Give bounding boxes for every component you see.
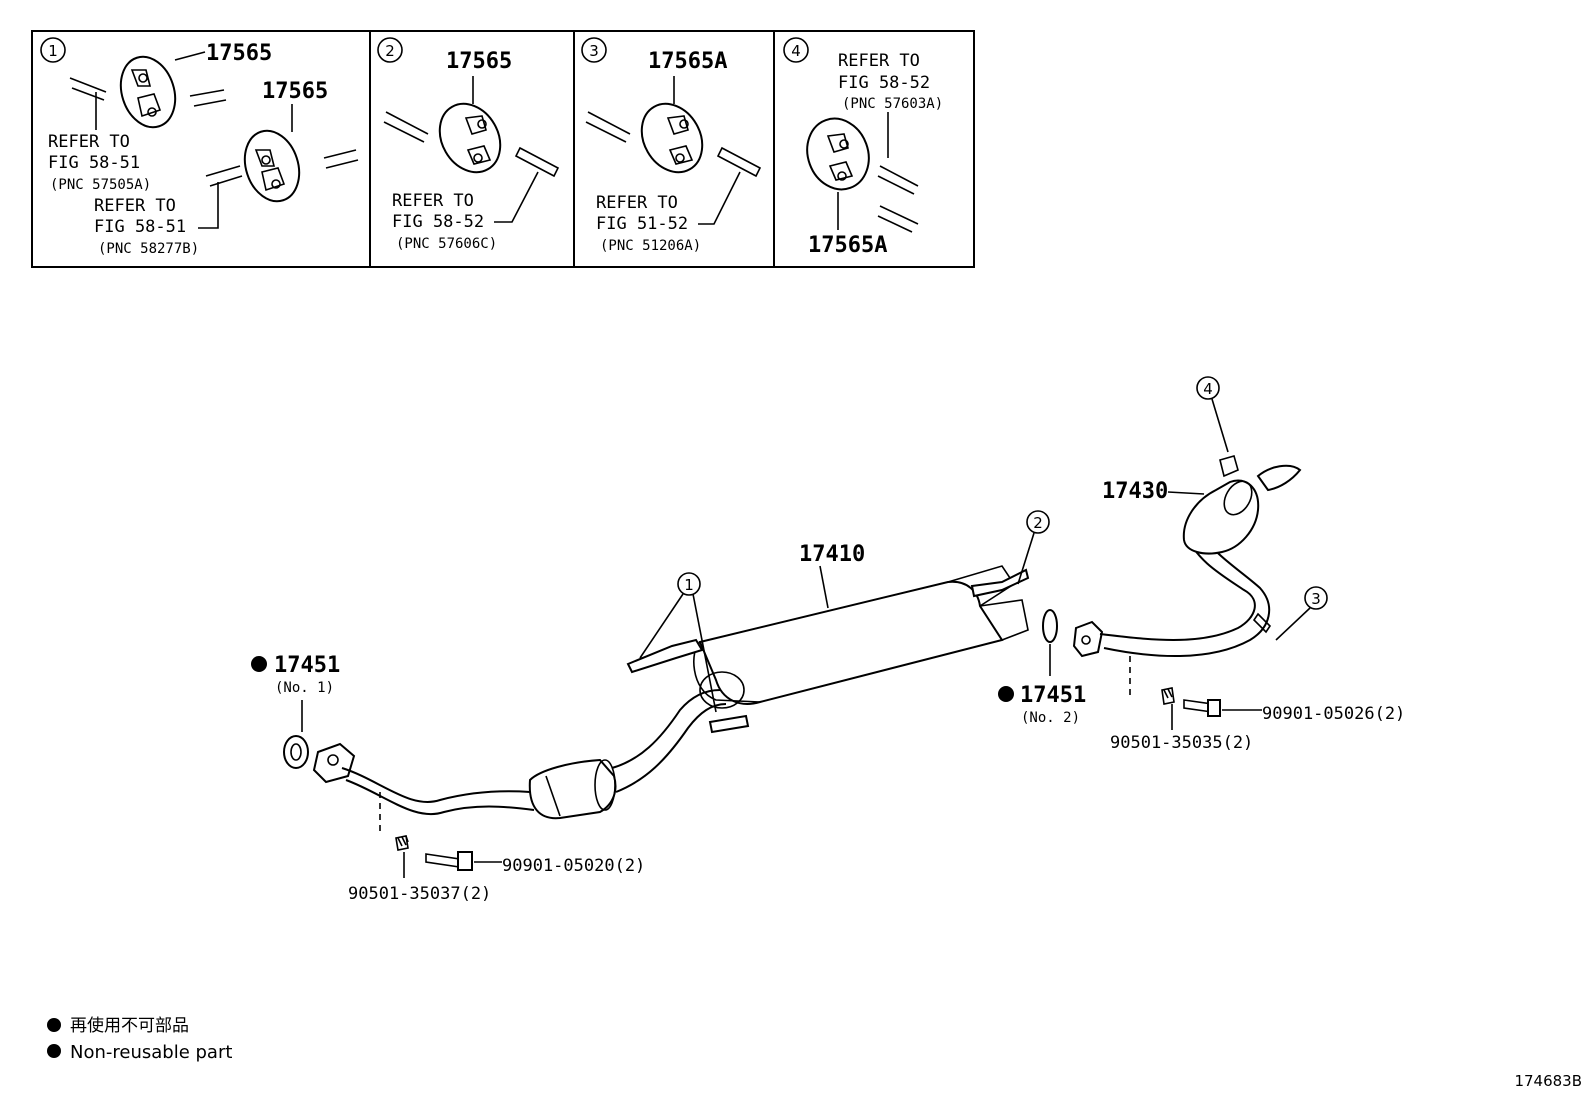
panel-1-number: 1 [48, 42, 58, 60]
legend-marker-en [47, 1044, 61, 1058]
callout-4-label: 4 [1203, 380, 1213, 398]
rubber-hanger [119, 55, 177, 129]
panel-3-ref-pnc: (PNC 51206A) [600, 238, 701, 254]
panel-4-ref-pnc: (PNC 57603A) [842, 96, 943, 112]
bolt-1-label: 90901-05020(2) [502, 856, 645, 876]
non-reusable-marker [998, 686, 1014, 702]
panel-4-ref-line1: REFER TO [838, 51, 920, 71]
panel-4-part: 17565A [808, 233, 887, 258]
callout-1 [677, 572, 701, 596]
panel-2-number: 2 [385, 42, 395, 60]
tail-pipe-assembly [1072, 455, 1302, 696]
gasket-no1-label: 17451 [274, 653, 340, 678]
legend-marker-jp [47, 1018, 61, 1032]
gasket-no1 [283, 700, 309, 769]
callout-3 [1304, 586, 1328, 610]
gasket-no2-sub: (No. 2) [1021, 710, 1080, 726]
front-exhaust-pipe [312, 689, 727, 836]
legend-en: Non-reusable part [70, 1042, 232, 1063]
panel-4: 4 REFER TO FIG 58-52 (PNC 57603A) 17565A [783, 37, 943, 258]
panel-2-ref-line1: REFER TO [392, 191, 474, 211]
panel-1-part-a: 17565 [206, 41, 272, 66]
exhaust-assembly: 17451 (No. 1) 90901-05020(2) 90501-35 [251, 376, 1405, 904]
panel-1-ref-a-pnc: (PNC 57505A) [50, 177, 151, 193]
rubber-hanger [640, 102, 704, 174]
spring-2-label: 90501-35035(2) [1110, 733, 1253, 753]
callout-3-label: 3 [1311, 590, 1321, 608]
panel-1-ref-b-line2: FIG 58-51 [94, 217, 186, 237]
panel-1: 1 17565 REFER TO FIG 58-51 (PNC 57505A) [40, 37, 359, 257]
bolt-set-2 [1161, 687, 1262, 730]
bolt-set-1 [395, 835, 502, 878]
panel-3-number: 3 [589, 42, 599, 60]
legend-jp: 再使用不可部品 [70, 1015, 189, 1036]
gasket-no2 [1042, 609, 1058, 676]
callout-2 [1026, 510, 1050, 534]
rubber-hanger [243, 129, 301, 203]
panel-2-ref-pnc: (PNC 57606C) [396, 236, 497, 252]
panel-3-ref-line1: REFER TO [596, 193, 678, 213]
panel-4-number: 4 [791, 42, 801, 60]
panel-2-ref-line2: FIG 58-52 [392, 212, 484, 232]
panel-1-ref-a-line1: REFER TO [48, 132, 130, 152]
figure-id: 174683B [1514, 1072, 1582, 1090]
panel-4-ref-line2: FIG 58-52 [838, 73, 930, 93]
bolt-2-label: 90901-05026(2) [1262, 704, 1405, 724]
panel-1-ref-a-line2: FIG 58-51 [48, 153, 140, 173]
panel-3-part: 17565A [648, 49, 727, 74]
center-muffler-label: 17410 [799, 542, 865, 567]
panel-2: 2 17565 REFER TO FIG 58-52 (PNC 57606C) [377, 37, 560, 252]
panel-1-ref-b-line1: REFER TO [94, 196, 176, 216]
non-reusable-marker [251, 656, 267, 672]
callout-1-label: 1 [684, 576, 694, 594]
rubber-hanger [438, 102, 502, 174]
callout-2-label: 2 [1033, 514, 1043, 532]
gasket-no1-sub: (No. 1) [275, 680, 334, 696]
panel-3-ref-line2: FIG 51-52 [596, 214, 688, 234]
reference-panels: 1 17565 REFER TO FIG 58-51 (PNC 57505A) [31, 30, 975, 268]
callout-4 [1196, 376, 1220, 400]
panels-frame [31, 30, 975, 268]
panel-3: 3 17565A REFER TO FIG 51-52 (PNC 51206A) [581, 37, 762, 254]
legend: 再使用不可部品 Non-reusable part [47, 1015, 232, 1063]
spring-1-label: 90501-35037(2) [348, 884, 491, 904]
rubber-hanger [806, 117, 870, 191]
center-muffler [626, 565, 1030, 734]
panel-1-part-b: 17565 [262, 79, 328, 104]
gasket-no2-label: 17451 [1020, 683, 1086, 708]
tail-muffler-label: 17430 [1102, 479, 1168, 504]
panel-1-ref-b-pnc: (PNC 58277B) [98, 241, 199, 257]
panel-2-part: 17565 [446, 49, 512, 74]
